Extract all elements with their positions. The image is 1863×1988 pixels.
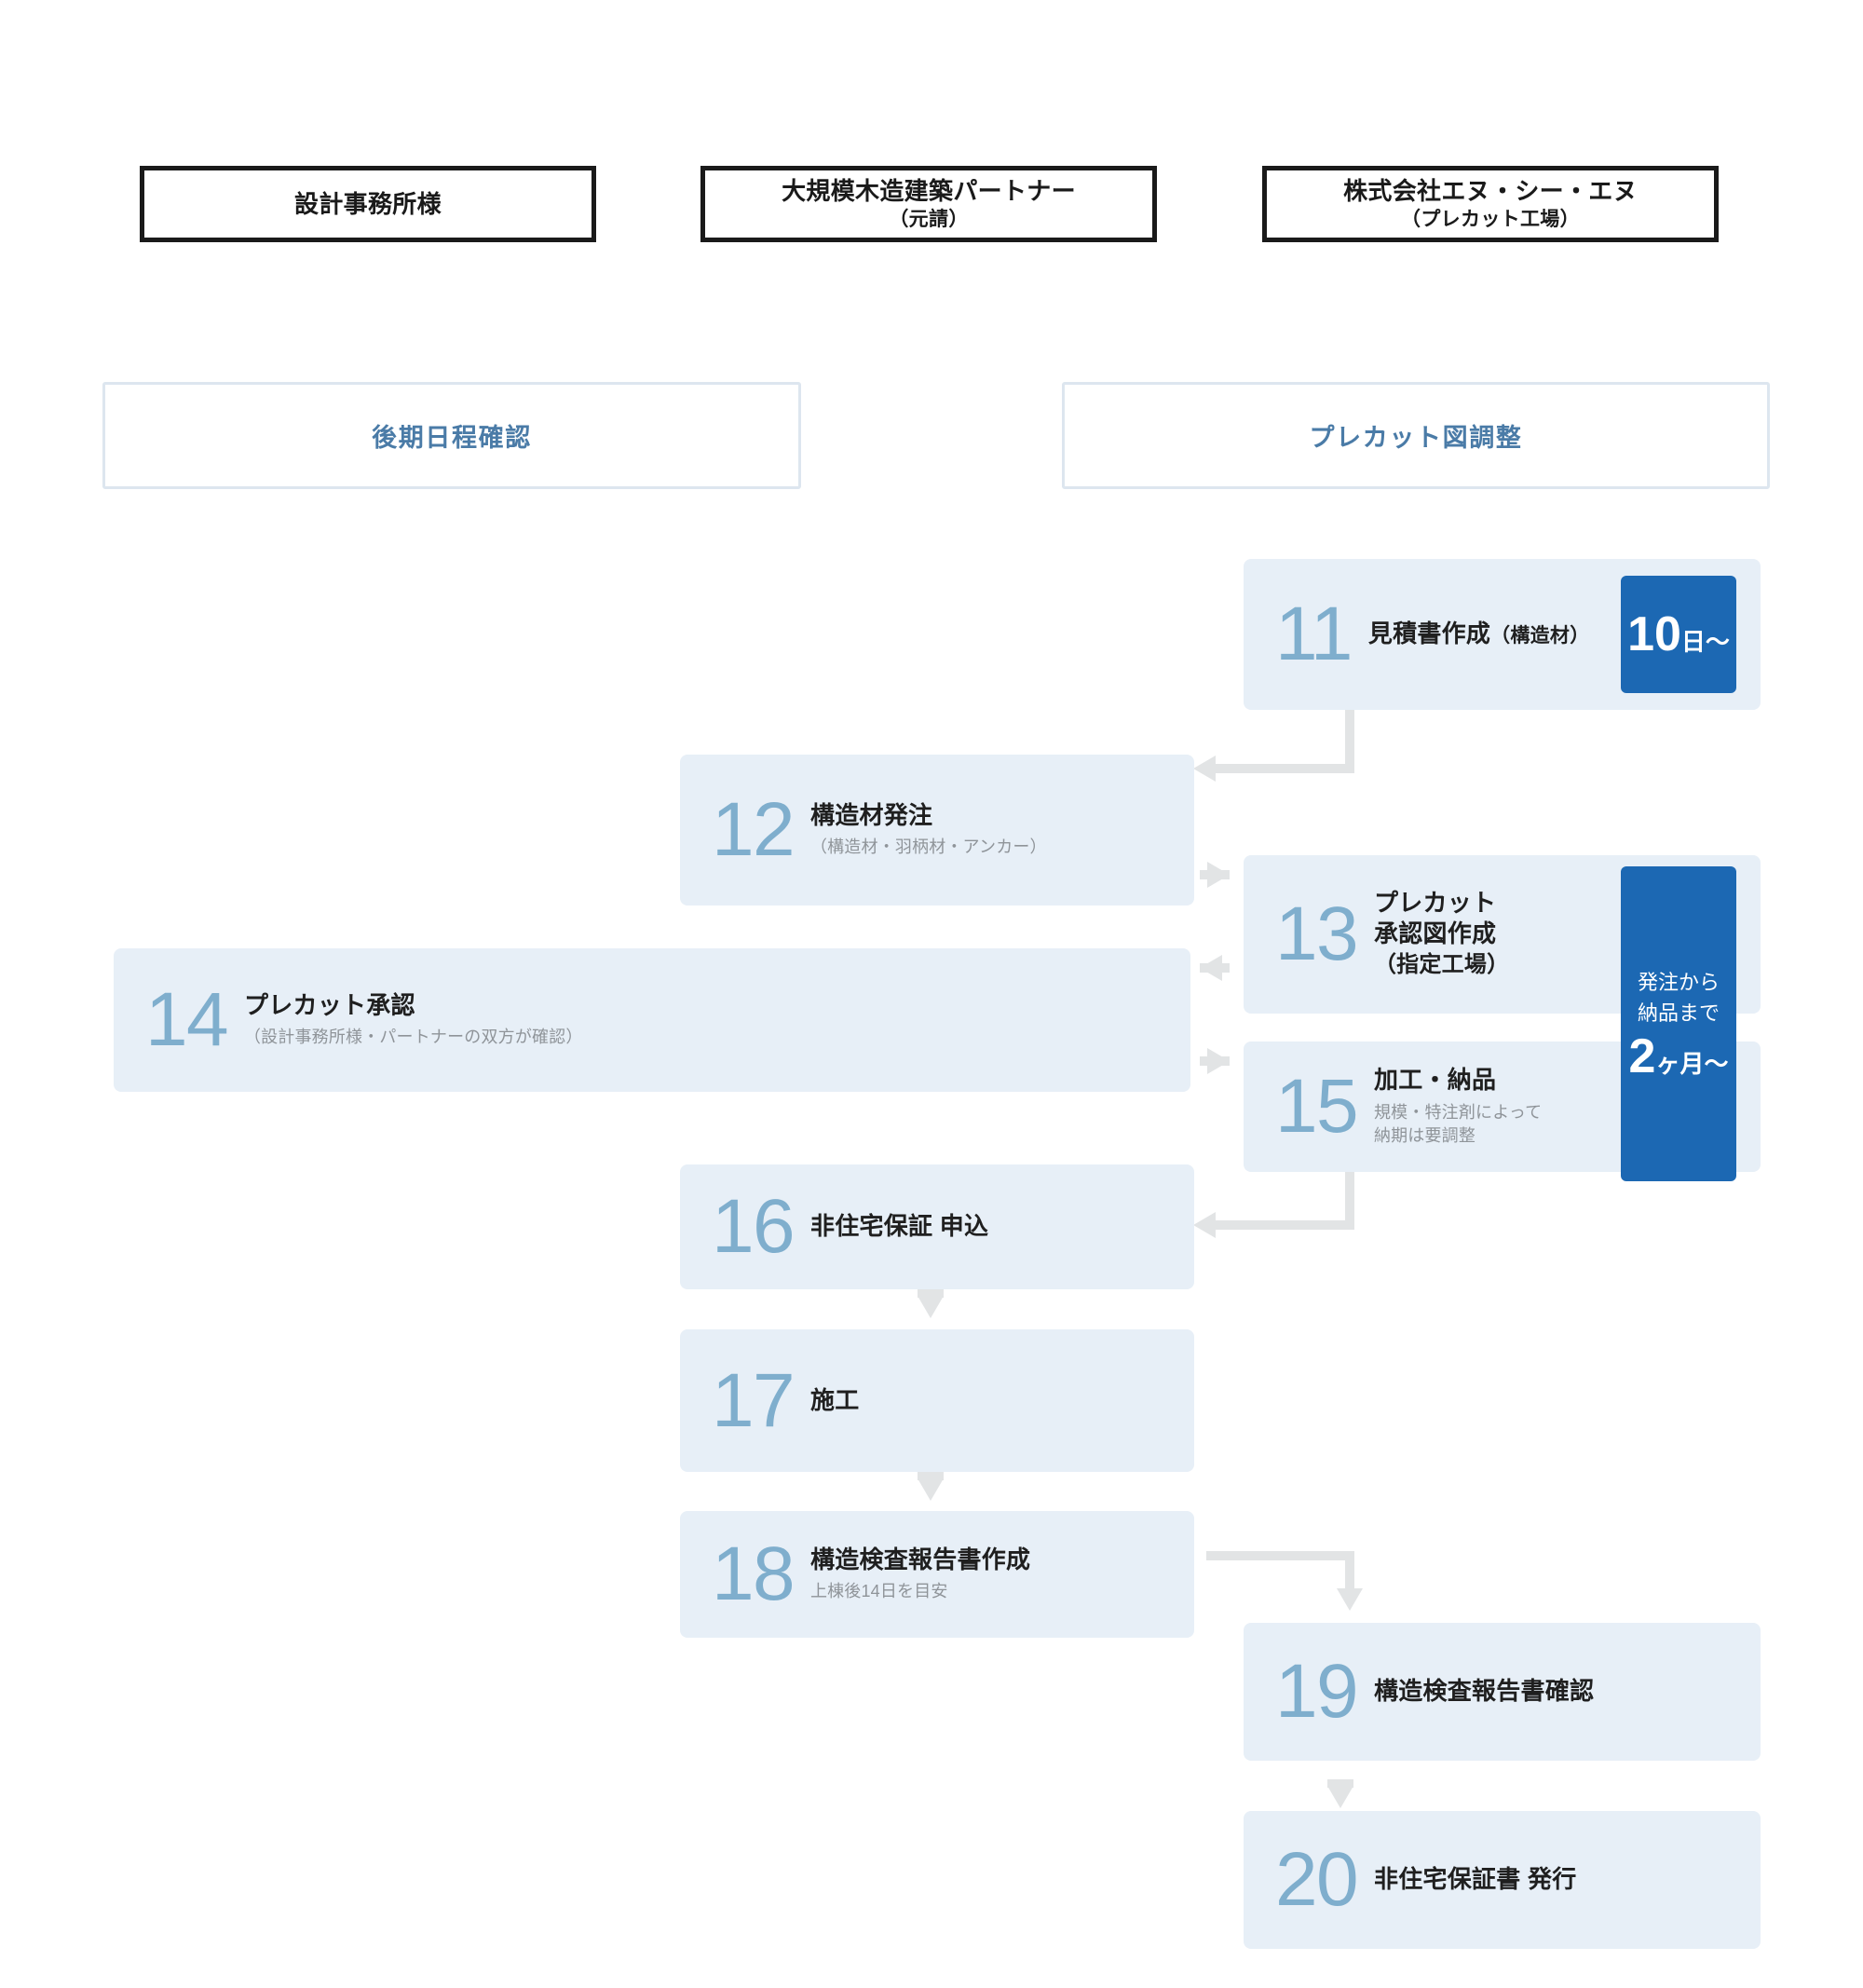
connector-12-to-13-arrowhead [1207, 862, 1230, 888]
step-13-title: プレカット 承認図作成 [1374, 888, 1749, 950]
column-header-design-office: 設計事務所様 [140, 166, 596, 242]
connector-11-to-12-arrowhead [1193, 756, 1216, 782]
step-13-number: 13 [1275, 892, 1359, 976]
step-card-18[interactable]: 18 構造検査報告書作成 上棟後14日を目安 [680, 1511, 1194, 1638]
phase-banner-schedule-confirmation-label: 後期日程確認 [372, 424, 532, 452]
column-header-partner-subtitle: （元請） [889, 208, 969, 230]
step-15-subtitle: 規模・特注剤によって 納期は要調整 [1373, 1102, 1543, 1146]
step-card-17[interactable]: 17 施工 [680, 1329, 1194, 1472]
step-16-text: 非住宅保証 申込 [810, 1211, 1194, 1242]
connector-17-to-18-stub [918, 1472, 944, 1480]
step-17-title: 施工 [809, 1385, 860, 1414]
badge-2-months-unit: ヶ月〜 [1655, 1050, 1729, 1078]
connector-14-to-15-arrowhead [1207, 1048, 1230, 1074]
step-19-number: 19 [1275, 1649, 1359, 1734]
step-14-number: 14 [145, 977, 229, 1062]
connector-16-to-17-arrowhead [918, 1296, 944, 1318]
step-12-subtitle: （構造材・羽柄材・アンカー） [809, 837, 1047, 857]
connector-15-to-16-vertical [1345, 1172, 1354, 1230]
step-20-title: 非住宅保証書 発行 [1373, 1865, 1577, 1894]
step-card-16[interactable]: 16 非住宅保証 申込 [680, 1164, 1194, 1289]
step-13-subtitle: （指定工場） [1373, 952, 1510, 978]
step-17-text: 施工 [810, 1385, 1194, 1416]
connector-18-to-19-arrowhead [1337, 1588, 1363, 1611]
step-15-title: 加工・納品 [1373, 1066, 1497, 1095]
step-16-number: 16 [712, 1184, 796, 1269]
step-12-number: 12 [712, 787, 796, 872]
connector-17-to-18-arrowhead [918, 1478, 944, 1501]
connector-18-to-19-horizontal [1206, 1551, 1354, 1560]
connector-15-to-16-horizontal [1216, 1220, 1354, 1230]
step-17-number: 17 [712, 1357, 796, 1443]
column-header-design-office-title: 設計事務所様 [294, 189, 442, 218]
step-19-text: 構造検査報告書確認 [1374, 1676, 1761, 1707]
badge-2-months-caption-line1: 発注から [1637, 971, 1720, 994]
step-14-text: プレカット承認 （設計事務所様・パートナーの双方が確認） [244, 990, 1190, 1050]
step-20-number: 20 [1275, 1837, 1359, 1922]
step-20-text: 非住宅保証書 発行 [1374, 1864, 1761, 1895]
connector-11-to-12-vertical [1345, 710, 1354, 773]
step-12-title: 構造材発注 [809, 801, 933, 830]
connector-13-to-14-arrowhead [1200, 955, 1222, 981]
badge-2-months-value: 2ヶ月〜 [1629, 1032, 1729, 1081]
badge-2-months: 発注から 納品まで 2ヶ月〜 [1621, 866, 1736, 1181]
phase-banner-precut-drawing-label: プレカット図調整 [1309, 424, 1523, 452]
step-16-title: 非住宅保証 申込 [809, 1212, 989, 1241]
badge-10-days-number: 10 [1627, 607, 1681, 661]
column-header-partner: 大規模木造建築パートナー （元請） [700, 166, 1157, 242]
badge-10-days: 10日〜 [1621, 576, 1736, 693]
badge-2-months-caption-line2: 納品まで [1637, 1001, 1720, 1025]
step-18-title: 構造検査報告書作成 [809, 1545, 1031, 1574]
badge-10-days-value: 10日〜 [1627, 610, 1730, 659]
step-11-title-paren: （構造材） [1490, 625, 1590, 647]
step-card-12[interactable]: 12 構造材発注 （構造材・羽柄材・アンカー） [680, 755, 1194, 905]
step-13-text: プレカット 承認図作成 （指定工場） [1374, 888, 1761, 982]
step-14-subtitle: （設計事務所様・パートナーの双方が確認） [243, 1028, 583, 1047]
badge-2-months-number: 2 [1628, 1029, 1656, 1083]
step-11-title: 見積書作成（構造材） [1368, 619, 1749, 649]
column-header-factory-subtitle: （プレカット工場） [1401, 208, 1580, 230]
phase-banner-precut-drawing: プレカット図調整 [1062, 382, 1770, 489]
connector-16-to-17-stub [918, 1289, 944, 1298]
step-18-subtitle: 上棟後14日を目安 [809, 1582, 948, 1601]
step-12-text: 構造材発注 （構造材・羽柄材・アンカー） [810, 800, 1194, 860]
step-18-number: 18 [712, 1532, 796, 1616]
column-header-partner-title: 大規模木造建築パートナー [782, 177, 1076, 206]
step-13-title-lines: プレカット 承認図作成 [1373, 888, 1497, 947]
step-11-text: 見積書作成（構造材） [1368, 619, 1761, 649]
phase-banner-schedule-confirmation: 後期日程確認 [102, 382, 801, 489]
step-18-text: 構造検査報告書作成 上棟後14日を目安 [810, 1545, 1194, 1604]
connector-19-to-20-stub [1327, 1779, 1353, 1788]
connector-15-to-16-arrowhead [1193, 1212, 1216, 1238]
step-card-20[interactable]: 20 非住宅保証書 発行 [1244, 1811, 1761, 1949]
column-header-factory-title: 株式会社エヌ・シー・エヌ [1343, 177, 1638, 206]
step-card-14[interactable]: 14 プレカット承認 （設計事務所様・パートナーの双方が確認） [114, 948, 1190, 1092]
step-15-text: 加工・納品 規模・特注剤によって 納期は要調整 [1374, 1065, 1761, 1148]
column-header-factory: 株式会社エヌ・シー・エヌ （プレカット工場） [1262, 166, 1719, 242]
step-11-number: 11 [1275, 592, 1353, 676]
connector-11-to-12-horizontal [1216, 764, 1354, 773]
connector-18-to-19-vertical [1345, 1551, 1354, 1596]
step-11-title-main: 見積書作成 [1367, 620, 1491, 648]
step-15-number: 15 [1275, 1064, 1359, 1149]
step-card-19[interactable]: 19 構造検査報告書確認 [1244, 1623, 1761, 1761]
step-14-title: プレカット承認 [243, 991, 415, 1020]
connector-19-to-20-arrowhead [1327, 1786, 1353, 1808]
step-19-title: 構造検査報告書確認 [1373, 1677, 1595, 1706]
badge-10-days-unit: 日〜 [1680, 628, 1730, 656]
